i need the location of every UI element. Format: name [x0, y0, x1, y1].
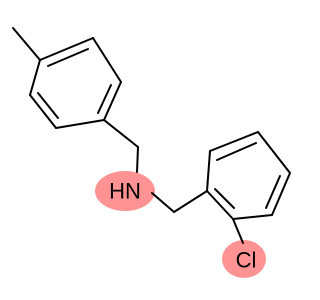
chlorophenyl-ring-bond [206, 150, 211, 192]
methyl-bond [12, 27, 41, 61]
tolyl-ring-bond [92, 37, 122, 83]
tolyl-ring-bond [55, 119, 105, 129]
chlorophenyl-ring [206, 131, 291, 220]
cl-atom-label: Cl [236, 248, 257, 273]
chlorophenyl-ring-bond [232, 214, 273, 220]
cl-atom-highlight [222, 240, 266, 278]
tolyl-ring-bond [39, 37, 94, 61]
chlorophenyl-ring-bond [271, 172, 291, 216]
ch2-nh-bond [136, 146, 139, 173]
c-cl-bond [232, 218, 244, 244]
tolyl-aromatic-bond [47, 48, 89, 67]
chlorophenyl-aromatic-bond [265, 175, 281, 209]
nh-atom-highlight [95, 171, 155, 211]
tolyl-ring-bond [103, 81, 122, 121]
chlorophenyl-aromatic-bond [216, 142, 257, 161]
chlorophenyl-ring-bond [209, 131, 259, 152]
chlorophenyl-ring-bond [206, 190, 234, 220]
tolyl-aromatic-bond [97, 84, 112, 114]
tolyl-ring [29, 37, 122, 129]
chlorophenyl-ring-bond [257, 131, 291, 174]
nh-ch2-bond [151, 192, 175, 213]
tolyl-ring-bond [29, 94, 57, 129]
ch2-chlorophenyl-bond [173, 190, 208, 213]
tolyl-ch2-bond [103, 119, 139, 148]
tolyl-ring-bond [29, 59, 41, 96]
chlorophenyl-aromatic-bond [214, 188, 235, 209]
chemical-structure-drawing: HN Cl [12, 27, 291, 278]
nh-atom-label: HN [109, 179, 141, 204]
tolyl-aromatic-bond [37, 92, 59, 119]
